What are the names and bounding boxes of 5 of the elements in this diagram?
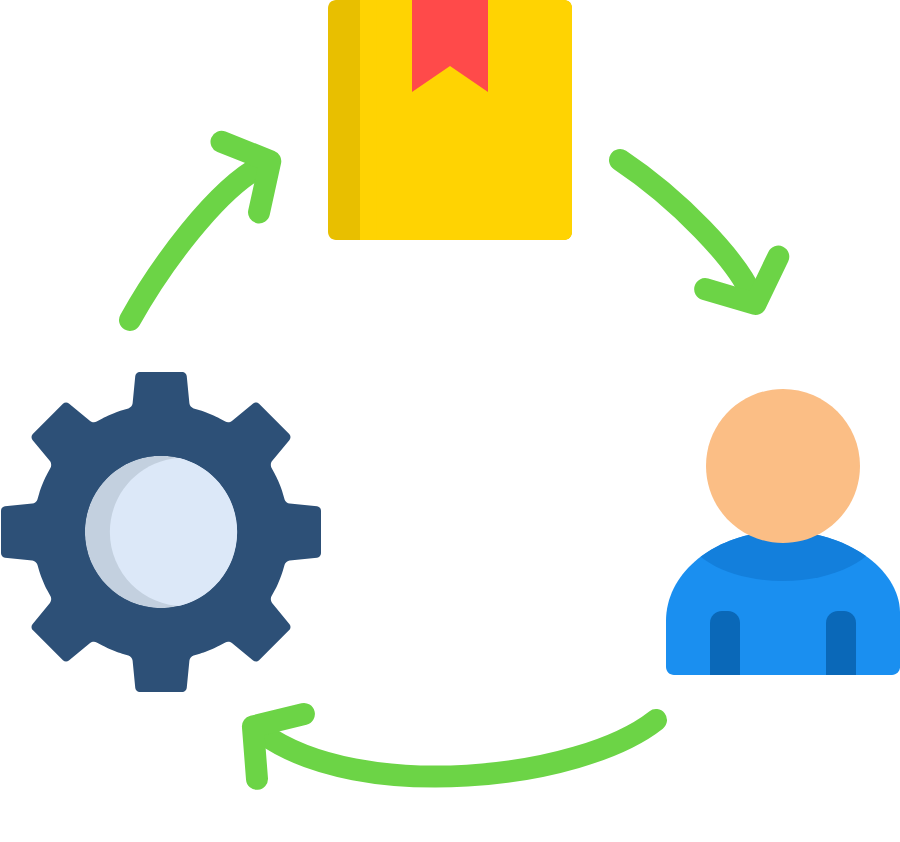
arrow xyxy=(119,130,282,331)
package-icon xyxy=(328,0,572,240)
person-icon xyxy=(666,389,900,675)
arrow xyxy=(241,703,667,790)
gear-icon xyxy=(1,372,321,692)
